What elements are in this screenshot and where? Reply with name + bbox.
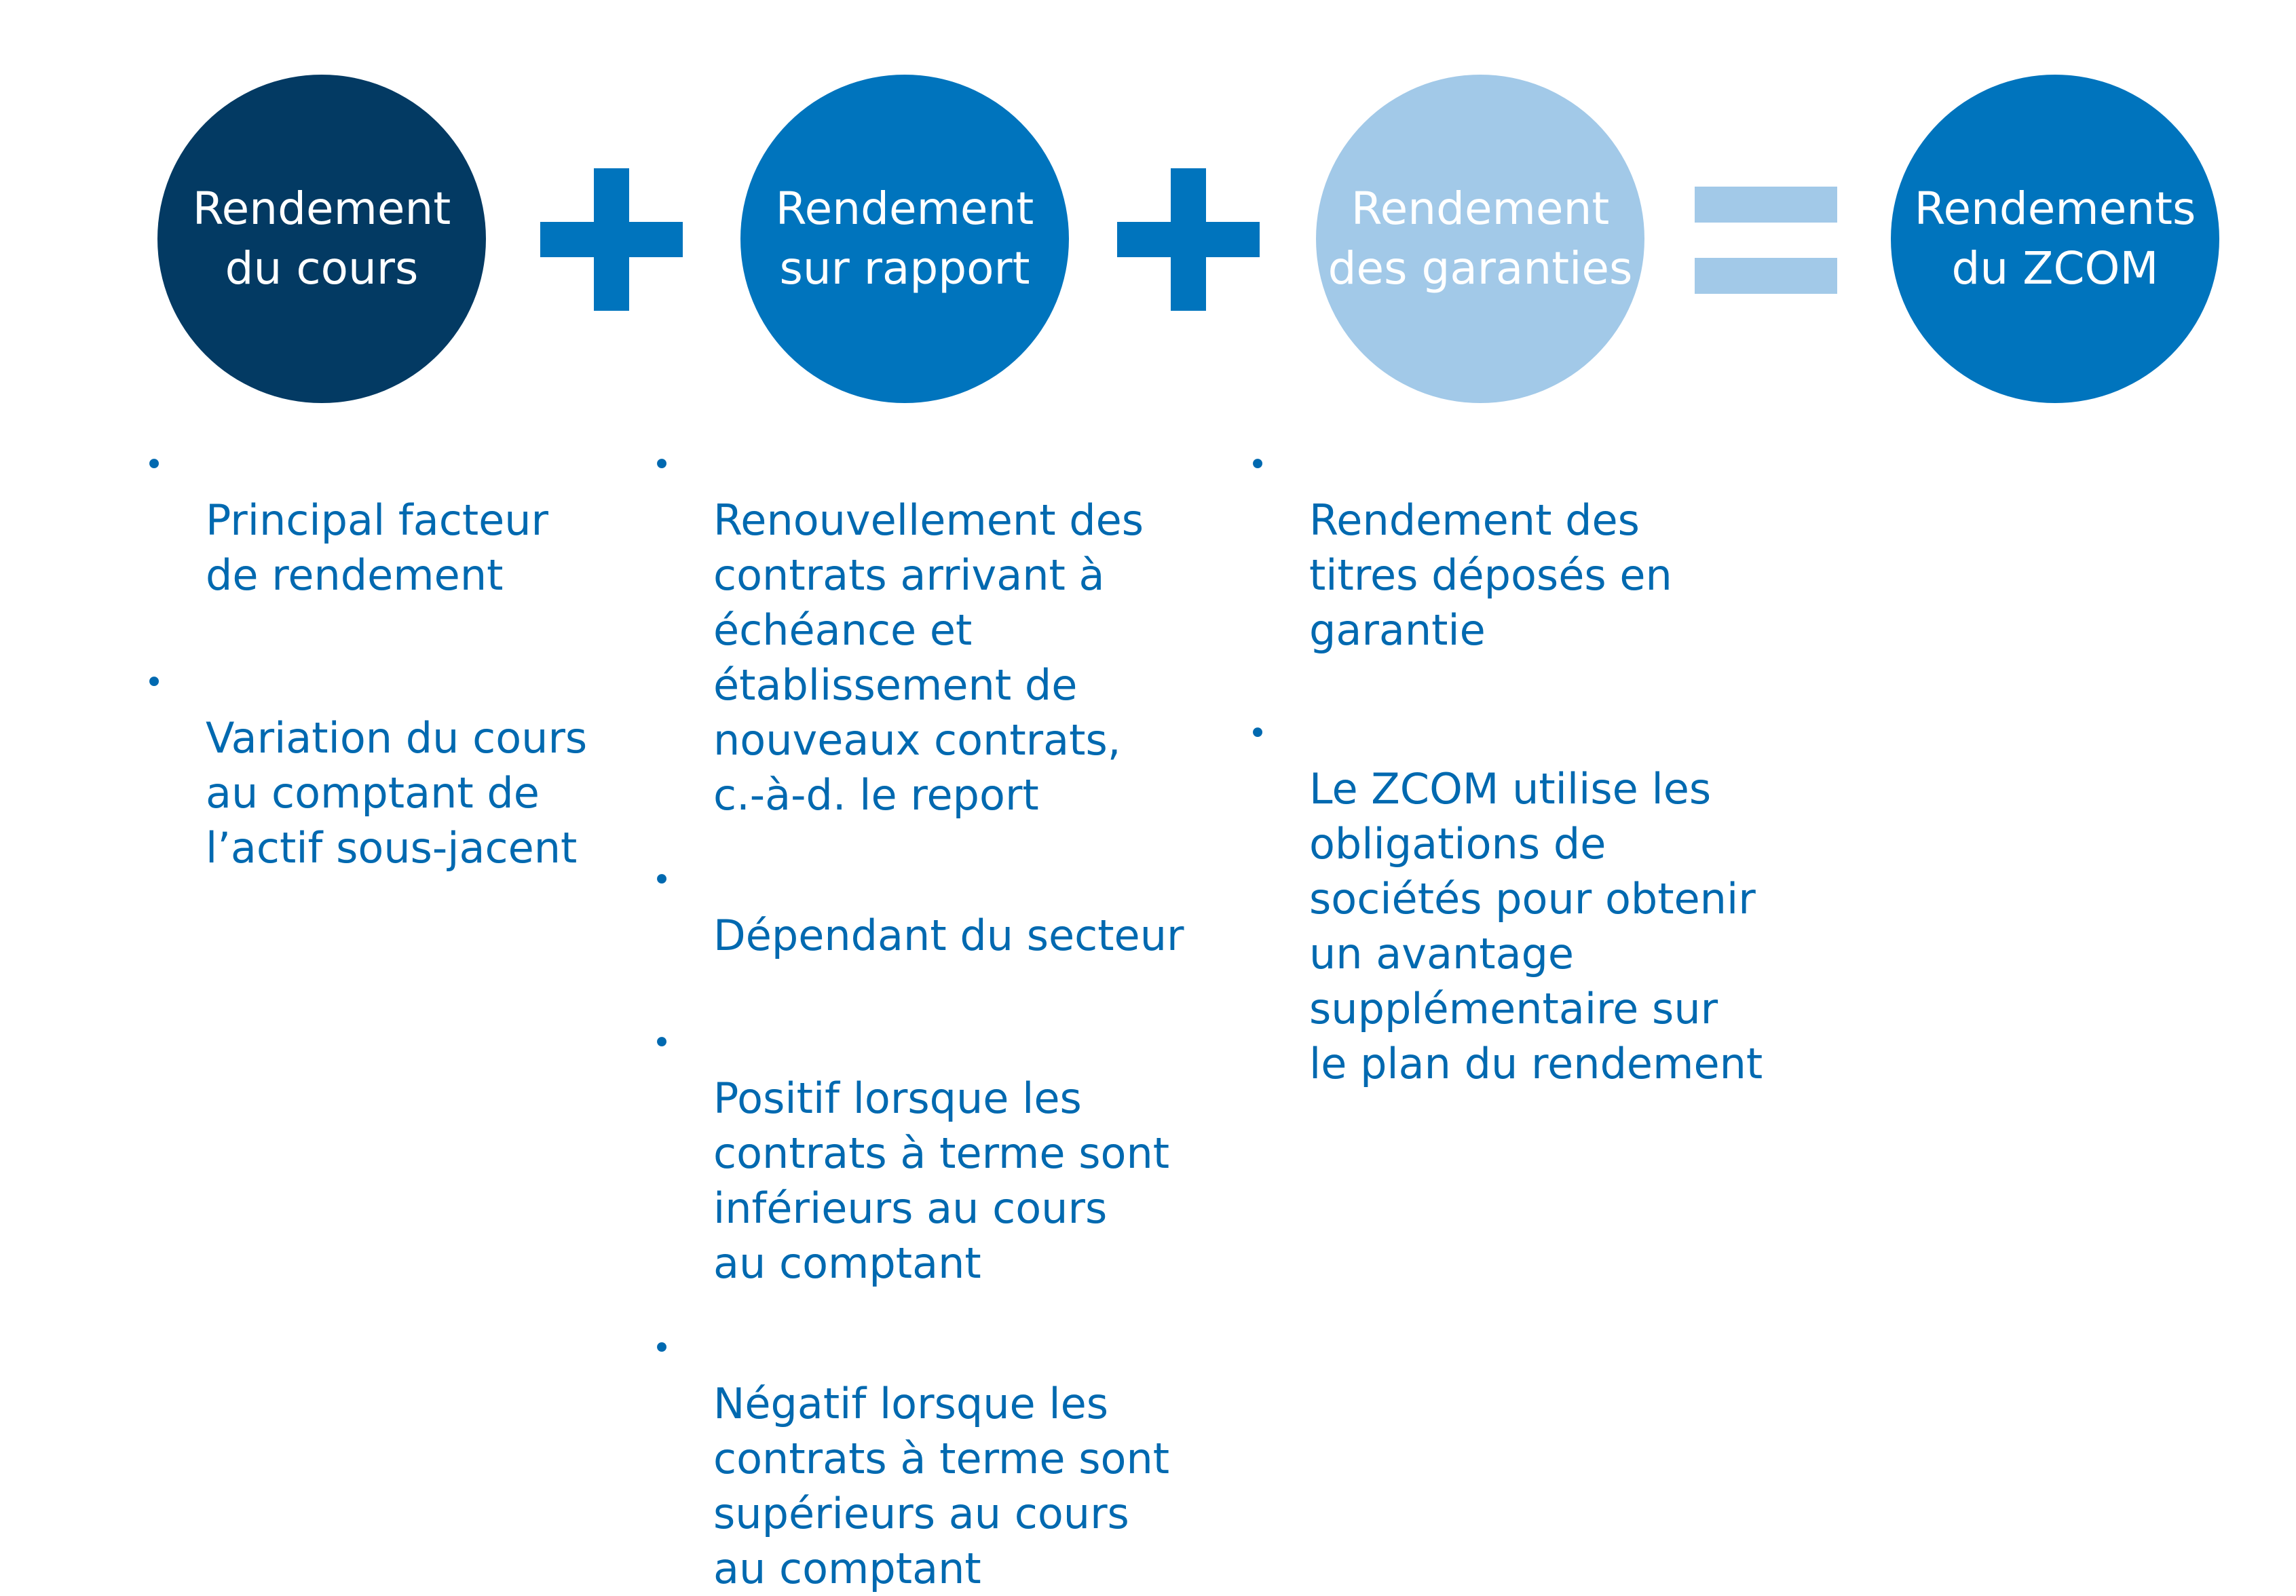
bullet-text: Le ZCOM utilise les obligations de socié…	[1309, 764, 1763, 1088]
bullet-icon: •	[1247, 715, 1268, 753]
yield-components-diagram: Rendement du cours Rendement sur rapport…	[140, 75, 2219, 1593]
bullet-icon: •	[652, 1024, 672, 1062]
list-item: • Principal facteur de rendement	[140, 438, 670, 603]
bullet-list-rendement-sur-rapport: • Renouvellement des contrats arrivant à …	[648, 438, 1205, 1596]
circle-label: Rendement sur rapport	[775, 183, 1034, 294]
bullet-icon: •	[652, 861, 672, 899]
list-item: • Variation du cours au comptant de l’act…	[140, 656, 670, 875]
equals-icon	[1695, 187, 1837, 295]
bullet-list-rendement-des-garanties: • Rendement des titres déposés en garanti…	[1244, 438, 1801, 1091]
bullet-text: Variation du cours au comptant de l’acti…	[206, 713, 588, 873]
list-item: • Dépendant du secteur	[648, 853, 1205, 963]
circle-rendements-du-zcom: Rendements du ZCOM	[1891, 75, 2219, 403]
bullet-icon: •	[652, 446, 672, 484]
bullet-text: Principal facteur de rendement	[206, 495, 549, 600]
circle-rendement-sur-rapport: Rendement sur rapport	[740, 75, 1069, 403]
bullet-text: Négatif lorsque les contrats à terme son…	[713, 1379, 1170, 1593]
plus-icon	[1117, 168, 1260, 311]
list-item: • Positif lorsque les contrats à terme so…	[648, 1016, 1205, 1291]
bullet-icon: •	[652, 1329, 672, 1367]
bullet-text: Dépendant du secteur	[713, 911, 1184, 960]
circle-rendement-du-cours: Rendement du cours	[157, 75, 486, 403]
circle-label: Rendement du cours	[192, 183, 451, 294]
plus-icon	[540, 168, 683, 311]
circle-label: Rendements du ZCOM	[1914, 183, 2196, 294]
circle-label: Rendement des garanties	[1328, 183, 1633, 294]
bullet-icon: •	[144, 664, 164, 702]
bullet-list-rendement-du-cours: • Principal facteur de rendement • Variati…	[140, 438, 670, 875]
bullet-text: Positif lorsque les contrats à terme son…	[713, 1074, 1170, 1288]
bullet-icon: •	[1247, 446, 1268, 484]
bullet-text: Renouvellement des contrats arrivant à é…	[713, 495, 1144, 820]
list-item: • Négatif lorsque les contrats à terme so…	[648, 1321, 1205, 1596]
bullet-text: Rendement des titres déposés en garantie	[1309, 495, 1672, 655]
bullet-icon: •	[144, 446, 164, 484]
list-item: • Renouvellement des contrats arrivant à …	[648, 438, 1205, 822]
list-item: • Rendement des titres déposés en garanti…	[1244, 438, 1801, 658]
list-item: • Le ZCOM utilise les obligations de soci…	[1244, 706, 1801, 1091]
circle-rendement-des-garanties: Rendement des garanties	[1316, 75, 1644, 403]
